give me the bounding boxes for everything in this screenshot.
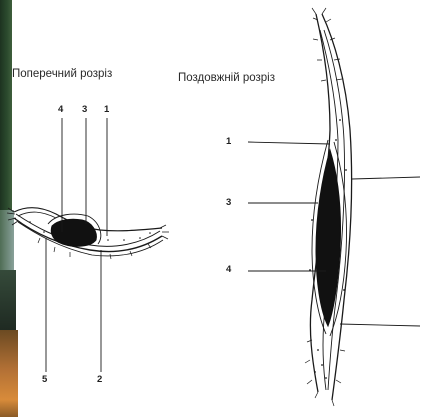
longitudinal-section-title: Поздовжній розріз — [178, 72, 275, 84]
cross-section-drawing — [7, 208, 169, 259]
cross-label-5: 5 — [42, 374, 47, 385]
cross-label-4: 4 — [58, 104, 63, 115]
cross-section-title: Поперечний розріз — [12, 68, 112, 80]
longitudinal-section-drawing — [305, 8, 352, 406]
long-label-1: 1 — [226, 136, 231, 147]
cross-label-3: 3 — [82, 104, 87, 115]
long-label-4: 4 — [226, 264, 231, 275]
cross-label-1: 1 — [104, 104, 109, 115]
long-label-3: 3 — [226, 197, 231, 208]
cross-label-2: 2 — [97, 374, 102, 385]
